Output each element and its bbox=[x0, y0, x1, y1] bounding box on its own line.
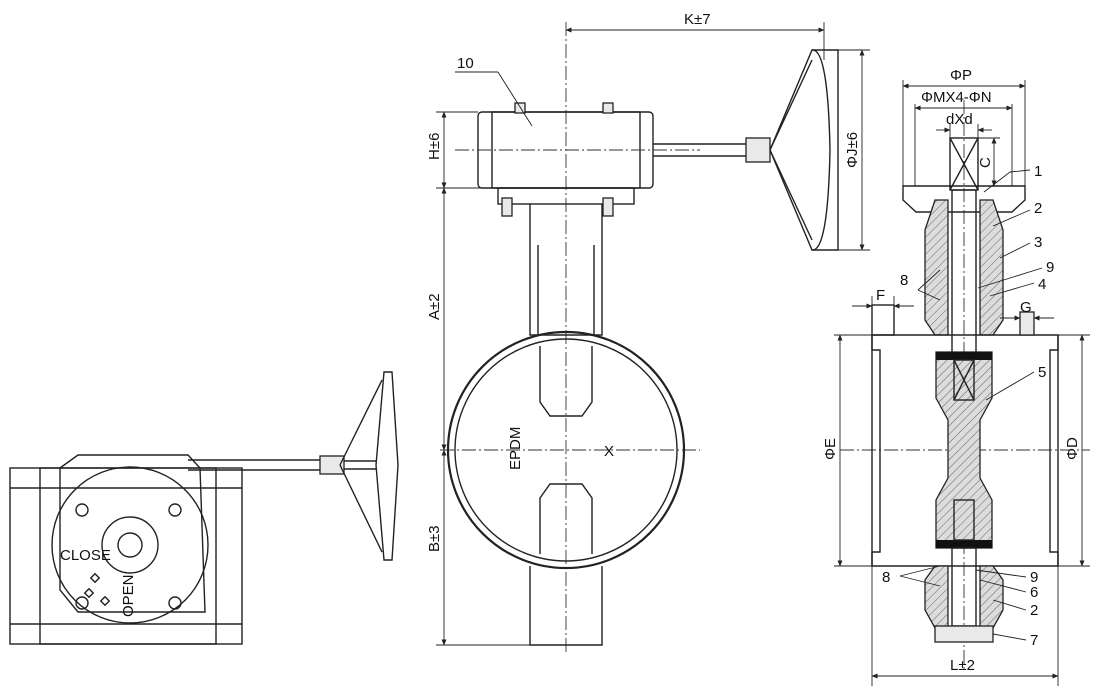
dim-p: ΦP bbox=[950, 67, 972, 84]
part-1-label: 1 bbox=[1034, 163, 1042, 180]
part-6-label: 6 bbox=[1030, 584, 1038, 601]
dim-d: dXd bbox=[946, 111, 973, 128]
dim-m: ΦMX4-ΦN bbox=[921, 89, 992, 106]
part-2-lower-label: 2 bbox=[1030, 602, 1038, 619]
close-label: CLOSE bbox=[60, 547, 111, 564]
dim-c: C bbox=[977, 157, 994, 168]
part-5-label: 5 bbox=[1038, 364, 1046, 381]
dim-f: F bbox=[876, 287, 885, 304]
dim-k: K±7 bbox=[684, 11, 711, 28]
part-2-upper-label: 2 bbox=[1034, 200, 1042, 217]
dim-l: L±2 bbox=[950, 657, 975, 674]
part-10-label: 10 bbox=[457, 55, 474, 72]
part-9-upper-label: 9 bbox=[1046, 259, 1054, 276]
center-x-mark: X bbox=[604, 443, 614, 460]
section-view: ΦP ΦMX4-ΦN dXd C F G ΦE ΦD bbox=[822, 67, 1090, 686]
part-7-label: 7 bbox=[1030, 632, 1038, 649]
dim-g: G bbox=[1020, 299, 1032, 316]
part-4-label: 4 bbox=[1038, 276, 1046, 293]
part-8-upper-label: 8 bbox=[900, 272, 908, 289]
left-side-view: CLOSE OPEN bbox=[9, 371, 399, 645]
open-label: OPEN bbox=[120, 574, 137, 617]
dim-b: B±3 bbox=[426, 525, 443, 552]
part-3-label: 3 bbox=[1034, 234, 1042, 251]
epdm-label: EPDM bbox=[507, 427, 524, 470]
dim-j: ΦJ±6 bbox=[844, 132, 861, 168]
dim-e: ΦE bbox=[822, 438, 839, 460]
dim-d-outer: ΦD bbox=[1064, 437, 1081, 460]
part-8-lower-label: 8 bbox=[882, 569, 890, 586]
front-view: EPDM X K±7 ΦJ±6 H±6 A±2 B±3 10 bbox=[426, 11, 870, 655]
dim-a: A±2 bbox=[426, 293, 443, 320]
part-9-lower-label: 9 bbox=[1030, 569, 1038, 586]
dim-h: H±6 bbox=[426, 133, 443, 160]
